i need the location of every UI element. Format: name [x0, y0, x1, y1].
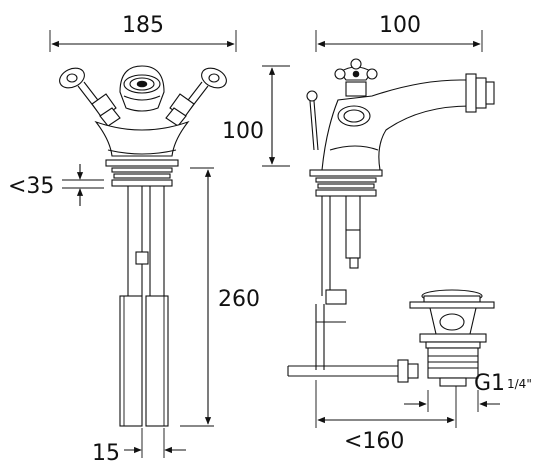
waste-projection-dimension: <160 [315, 380, 457, 454]
right-cross-handle [165, 67, 227, 127]
side-body-spout [321, 73, 495, 171]
front-spout [119, 65, 165, 112]
deck-thickness-dimension: <35 [8, 164, 104, 206]
front-tails [119, 186, 169, 427]
waste-projection-label: <160 [344, 429, 404, 454]
waste-thread-label: G1 [474, 371, 505, 396]
front-view: 185 [8, 13, 260, 465]
side-width-dimension: 100 [315, 13, 483, 52]
side-tails [315, 196, 361, 370]
front-width-label: 185 [122, 13, 164, 38]
tail-length-label: 260 [218, 287, 260, 312]
waste-rod [287, 359, 419, 383]
left-cross-handle [59, 67, 121, 127]
waste-thread-dimension: G1 1/4" [404, 371, 532, 412]
side-base-rings [309, 169, 383, 197]
side-view: 100 100 [222, 13, 532, 454]
tail-spacing-label: 15 [92, 441, 120, 465]
tail-length-dimension: 260 [180, 167, 260, 427]
waste-thread-fraction: 1/4" [507, 377, 532, 391]
side-width-label: 100 [379, 13, 421, 38]
front-base-rings [105, 159, 179, 187]
tail-spacing-dimension: 15 [92, 428, 186, 465]
side-cross-handle [334, 58, 378, 97]
spout-height-dimension: 100 [222, 65, 290, 167]
deck-thickness-label: <35 [8, 174, 54, 199]
front-body [94, 120, 190, 157]
front-width-dimension: 185 [49, 13, 237, 52]
popup-lever [306, 90, 319, 151]
spout-height-label: 100 [222, 119, 264, 144]
waste-assembly [409, 289, 495, 387]
